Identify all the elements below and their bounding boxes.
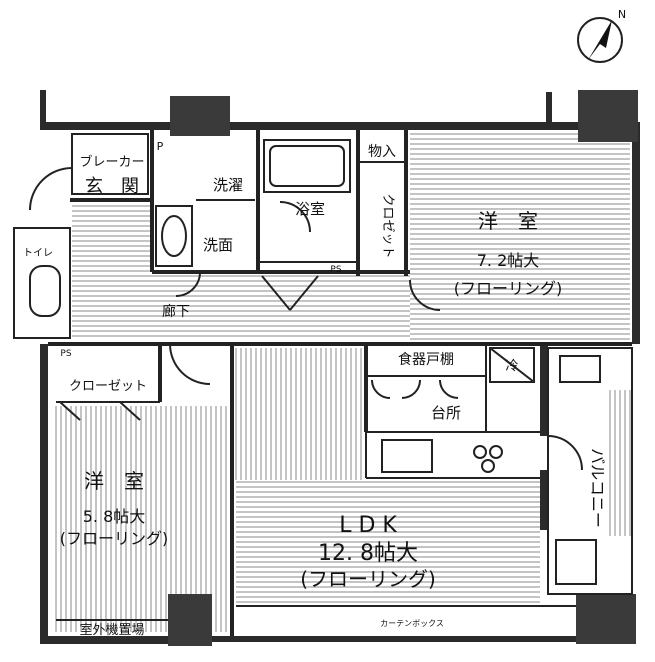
ldk-size: 12. 8帖大: [318, 541, 418, 566]
ps-label-1: PS: [330, 265, 341, 275]
kitchen-fixtures: [381, 347, 535, 473]
pantry-label: 食器戸棚: [398, 351, 454, 368]
bedroom2-floor: (フローリング): [60, 529, 169, 548]
ldk-name: L D K: [339, 513, 397, 538]
bedroom1-floor: (フローリング): [454, 279, 563, 298]
breaker-label: ブレーカー: [79, 154, 144, 170]
storage-label: 物入: [368, 144, 396, 160]
wash-bath-fixtures: [155, 139, 351, 267]
entrance-area: [13, 133, 149, 339]
closet-horizontal-label: クローゼット: [69, 379, 147, 394]
ldk-floor: (フローリング): [300, 567, 436, 591]
ps-label-2: PS: [60, 349, 71, 359]
p-label: P: [157, 140, 164, 153]
bedroom1-size: 7. 2帖大: [477, 251, 540, 270]
interior-walls: [48, 130, 632, 636]
flooring-hatch: [55, 133, 631, 632]
north-compass: [577, 17, 623, 63]
laundry-label: 洗濯: [213, 176, 243, 194]
outer-walls: [40, 90, 640, 644]
bath-label: 浴室: [295, 200, 325, 218]
balcony-label: バルコニー: [588, 448, 607, 528]
bedroom2-size: 5. 8帖大: [83, 507, 146, 526]
toilet-label: トイレ: [23, 248, 53, 259]
north-label: N: [618, 8, 626, 21]
bedroom2-flooring: [55, 406, 227, 632]
balcony-flooring: [609, 390, 631, 536]
bedroom1-name: 洋 室: [478, 209, 538, 233]
washroom-label: 洗面: [203, 236, 233, 254]
bedroom1-flooring: [410, 133, 630, 340]
kitchen-label: 台所: [431, 404, 461, 422]
doors: [59, 271, 583, 471]
fridge-label: 冷: [505, 359, 518, 374]
entrance-label: 玄 関: [85, 176, 139, 197]
bedroom2-name: 洋 室: [84, 469, 144, 493]
room-labels: 洋 室 7. 2帖大 (フローリング) 洋 室 5. 8帖大 (フローリング) …: [23, 8, 626, 638]
curtain-box-label: カーテンボックス: [380, 619, 444, 628]
pillars: [168, 90, 638, 646]
closet-vertical-label: クロゼット: [380, 193, 395, 258]
balcony-structure: [547, 347, 633, 595]
corridor-label: 廊下: [162, 303, 190, 320]
ldk-flooring: [235, 348, 540, 603]
corridor-flooring: [72, 205, 410, 337]
outdoor-unit-label: 室外機置場: [79, 622, 144, 638]
